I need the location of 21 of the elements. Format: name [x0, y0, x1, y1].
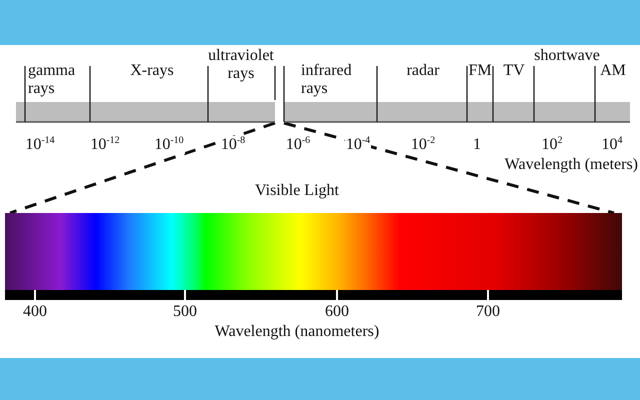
tick-label: 700: [476, 303, 500, 321]
tick-label: 400: [23, 303, 47, 321]
tick-label: 600: [325, 303, 349, 321]
band-label: ultraviolet rays: [208, 47, 274, 83]
zoom-line: [284, 122, 614, 214]
band-label: radar: [406, 62, 440, 80]
band-label: TV: [503, 62, 525, 80]
band-label: infrared rays: [301, 62, 352, 98]
band-label: X-rays: [130, 62, 174, 80]
section-title: Visible Light: [255, 182, 339, 200]
axis-title: Wavelength (meters): [504, 156, 638, 174]
visible-spectrum-bar: [5, 213, 622, 290]
wavelength-band-bar: [16, 65, 630, 123]
zoom-line: [10, 122, 276, 214]
axis-title: Wavelength (nanometers): [214, 323, 380, 341]
tick-label: 10$^{-10}$: [153, 136, 185, 154]
band-label: AM: [600, 62, 626, 80]
tick-label: 500: [173, 303, 197, 321]
band-label: shortwave: [534, 47, 600, 65]
band-label: gamma rays: [28, 62, 76, 98]
band-label: FM: [468, 62, 492, 80]
